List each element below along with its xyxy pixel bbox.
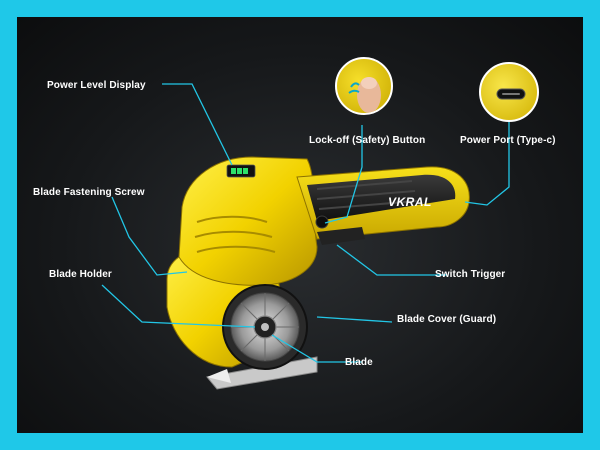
callout-power-port [464, 114, 510, 206]
label-blade-cover: Blade Cover (Guard) [397, 314, 497, 325]
brand-logo: VKRAL [388, 195, 432, 209]
label-blade-holder: Blade Holder [49, 269, 112, 280]
label-lock-off-button: Lock-off (Safety) Button [309, 135, 426, 146]
label-switch-trigger: Switch Trigger [435, 269, 506, 280]
callout-switch-trigger [336, 244, 447, 276]
callout-fastening-screw [111, 196, 188, 276]
usb-c-port-icon [496, 88, 526, 100]
power-port-zoom-circle [479, 62, 539, 122]
callout-lock-off [324, 125, 363, 224]
label-blade: Blade [345, 357, 373, 368]
switch-trigger [317, 227, 365, 245]
callout-lines [101, 83, 510, 363]
callout-blade-cover [316, 316, 393, 323]
main-body [178, 156, 318, 286]
cutter-illustration [101, 83, 510, 390]
label-blade-fastening-screw: Blade Fastening Screw [33, 187, 145, 198]
lock-off-zoom-circle [335, 57, 393, 115]
product-diagram-frame: VKRAL Power Level Display Lock-off (Safe… [17, 17, 583, 433]
finger-press-icon [348, 77, 381, 113]
callout-blade-holder [101, 284, 256, 328]
label-power-level-display: Power Level Display [47, 80, 146, 91]
label-power-port: Power Port (Type-c) [460, 135, 556, 146]
callout-power-level [162, 83, 233, 166]
callout-blade [271, 334, 362, 363]
